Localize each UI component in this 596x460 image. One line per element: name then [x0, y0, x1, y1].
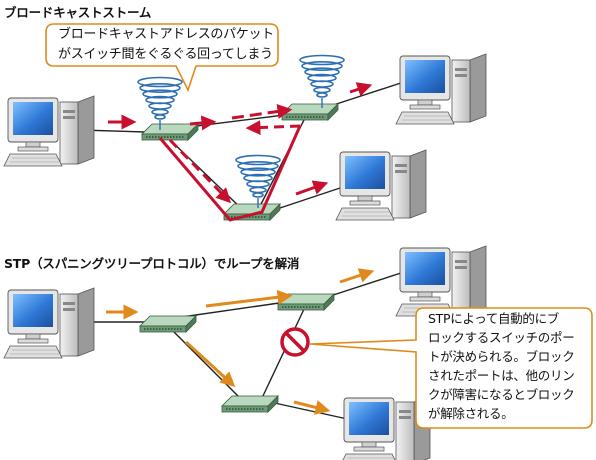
callout-text: STPによって自動的にブ ロックするスイッチのポー トが決められる。ブロック さ…	[428, 309, 575, 423]
callout-line: STPによって自動的にブ	[428, 311, 560, 326]
stp-section	[3, 245, 593, 460]
broadcast-storm-section	[3, 23, 487, 222]
callout-bubble	[309, 307, 593, 429]
callout-line: ブロードキャストアドレスのパケット	[58, 27, 274, 42]
callout-text: ブロードキャストアドレスのパケット がスイッチ間をぐるぐる回ってしまう	[58, 25, 274, 65]
callout-line: されたポートは、他のリン	[428, 368, 575, 383]
callout-line: ロックするスイッチのポー	[428, 330, 575, 345]
switch-icon	[223, 203, 281, 221]
switch-icon	[139, 315, 197, 333]
switch-icon	[281, 103, 339, 121]
pc-icon	[335, 149, 427, 221]
blocked-port-icon	[280, 327, 310, 357]
switch-icon	[141, 123, 199, 141]
pc-icon	[3, 287, 95, 359]
broadcast-storm-icon	[137, 76, 183, 131]
pc-icon	[395, 53, 487, 125]
section-heading: ブロードキャストストーム	[4, 5, 152, 20]
broadcast-storm-icon	[235, 154, 281, 209]
switch-icon	[221, 395, 279, 413]
pc-icon	[395, 245, 487, 317]
callout-line: がスイッチ間をぐるぐる回ってしまう	[58, 47, 273, 62]
stp-arrows	[106, 268, 375, 415]
pc-icon	[3, 95, 95, 167]
section-heading: STP（スパニングツリープロトコル）でループを解消	[4, 256, 300, 271]
callout-line: トが決められる。ブロック	[428, 349, 575, 364]
loop-arrows	[108, 82, 373, 222]
callout-bubble	[45, 23, 279, 93]
broadcast-storm-icon	[299, 54, 345, 109]
callout-line: クが障害になるとブロック	[428, 387, 575, 402]
callout-line: が解除される。	[428, 406, 514, 421]
